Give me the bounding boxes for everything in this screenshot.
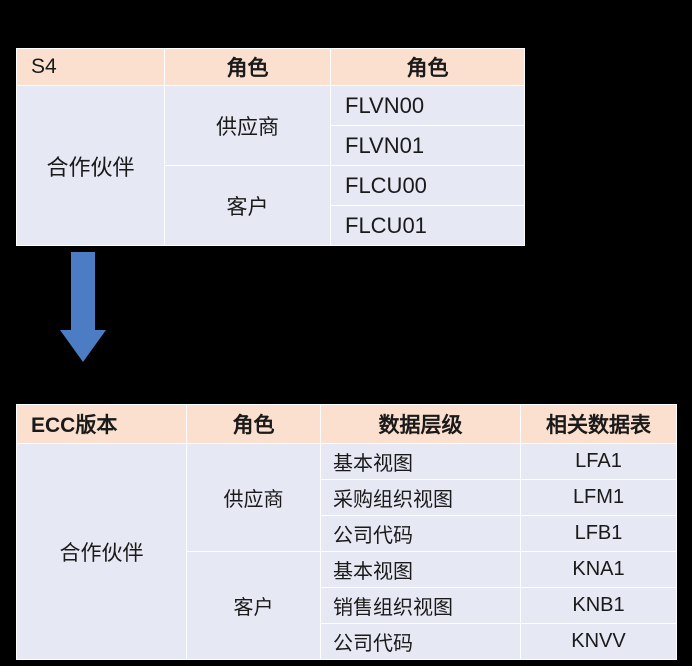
s4-role-customer: 客户 [164, 165, 331, 246]
table-row: S4 角色 角色 [16, 48, 525, 86]
ecc-role-vendor: 供应商 [186, 443, 321, 552]
ecc-role-customer: 客户 [186, 551, 321, 660]
ecc-layer-vendor-company: 公司代码 [320, 515, 521, 552]
table-row: FLVN01 [17, 125, 525, 166]
ecc-table-lfb1: LFB1 [520, 515, 677, 552]
table-row: ECC版本 角色 数据层级 相关数据表 [16, 404, 677, 444]
ecc-layer-vendor-purchasing: 采购组织视图 [320, 479, 521, 516]
s4-code-flvn01: FLVN01 [330, 125, 525, 166]
ecc-table-knvv: KNVV [520, 623, 677, 660]
ecc-layer-vendor-basic: 基本视图 [320, 443, 521, 480]
table-row: 客户 基本视图 KNA1 [17, 551, 677, 660]
table-row: FLCU01 [17, 205, 525, 246]
ecc-header-layer: 数据层级 [320, 404, 521, 444]
ecc-table-lfa1: LFA1 [520, 443, 677, 480]
table-row: 客户 FLCU00 [17, 165, 525, 246]
ecc-layer-customer-sales: 销售组织视图 [320, 587, 521, 624]
s4-code-flcu01: FLCU01 [330, 205, 525, 246]
ecc-table: ECC版本 角色 数据层级 相关数据表 合作伙伴 供应商 基本视图 LFA1 采… [16, 404, 677, 660]
s4-role-vendor: 供应商 [164, 85, 331, 166]
s4-header-role: 角色 [164, 48, 331, 86]
ecc-header-version: ECC版本 [16, 404, 187, 444]
ecc-layer-customer-company: 公司代码 [320, 623, 521, 660]
ecc-table-lfm1: LFM1 [520, 479, 677, 516]
ecc-header-table: 相关数据表 [520, 404, 677, 444]
s4-partner-cell: 合作伙伴 [16, 85, 165, 246]
ecc-table-knb1: KNB1 [520, 587, 677, 624]
ecc-header-role: 角色 [186, 404, 321, 444]
table-row: 合作伙伴 供应商 基本视图 LFA1 [16, 443, 677, 660]
s4-header-title: S4 [16, 48, 165, 86]
s4-header-role-code: 角色 [330, 48, 525, 86]
table-row: 合作伙伴 供应商 FLVN00 [16, 85, 525, 246]
ecc-layer-customer-basic: 基本视图 [320, 551, 521, 588]
s4-code-flvn00: FLVN00 [330, 85, 525, 126]
table-row: 公司代码 KNVV [17, 623, 677, 660]
ecc-table-kna1: KNA1 [520, 551, 677, 588]
s4-table: S4 角色 角色 合作伙伴 供应商 FLVN00 FLVN01 客户 FLCU0… [16, 48, 525, 246]
ecc-partner-cell: 合作伙伴 [16, 443, 187, 660]
s4-code-flcu00: FLCU00 [330, 165, 525, 206]
down-arrow-icon [60, 252, 106, 362]
